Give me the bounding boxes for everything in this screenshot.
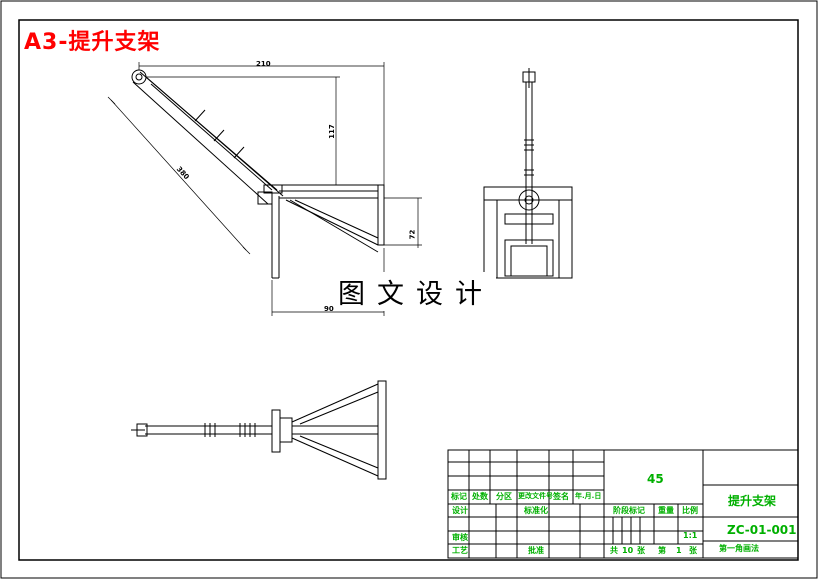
total-label: 共	[610, 546, 618, 555]
label-zone: 分区	[496, 492, 512, 501]
projection-method: 第一角画法	[719, 544, 759, 553]
label-date: 年.月.日	[575, 492, 602, 500]
dim-bottom-width: 90	[324, 305, 334, 313]
side-view	[483, 68, 573, 279]
label-mark: 标记	[451, 492, 467, 501]
dim-top-width: 210	[256, 60, 271, 68]
page-label: 第	[658, 546, 666, 555]
label-signature: 签名	[553, 492, 569, 501]
page-unit: 张	[689, 546, 697, 555]
label-scale: 比例	[682, 506, 698, 515]
sheet-label: 张	[637, 546, 645, 555]
top-view	[131, 380, 387, 480]
drawing-number: ZC-01-001	[727, 523, 797, 537]
label-process: 工艺	[452, 546, 468, 555]
page-number: 1	[676, 546, 682, 555]
label-approve: 批准	[528, 546, 544, 555]
label-count: 处数	[472, 492, 488, 501]
title-block-grid	[447, 449, 799, 559]
label-weight: 重量	[658, 506, 674, 515]
sheet-title: A3-提升支架	[24, 30, 161, 55]
label-review: 审核	[452, 533, 468, 542]
label-standardize: 标准化	[524, 506, 548, 515]
watermark-text: 图文设计	[336, 272, 496, 311]
scale-value: 1:1	[683, 531, 698, 540]
total-sheets: 10	[622, 546, 634, 555]
dim-right-small: 72	[408, 229, 417, 240]
dim-right-height: 117	[327, 124, 336, 139]
material-value: 45	[647, 472, 664, 486]
label-change-doc: 更改文件号	[518, 492, 553, 500]
label-stage-mark: 阶段标记	[613, 506, 645, 515]
front-view	[131, 69, 385, 279]
label-design: 设计	[452, 506, 468, 515]
inner-frame	[18, 19, 799, 561]
part-name: 提升支架	[728, 494, 777, 508]
